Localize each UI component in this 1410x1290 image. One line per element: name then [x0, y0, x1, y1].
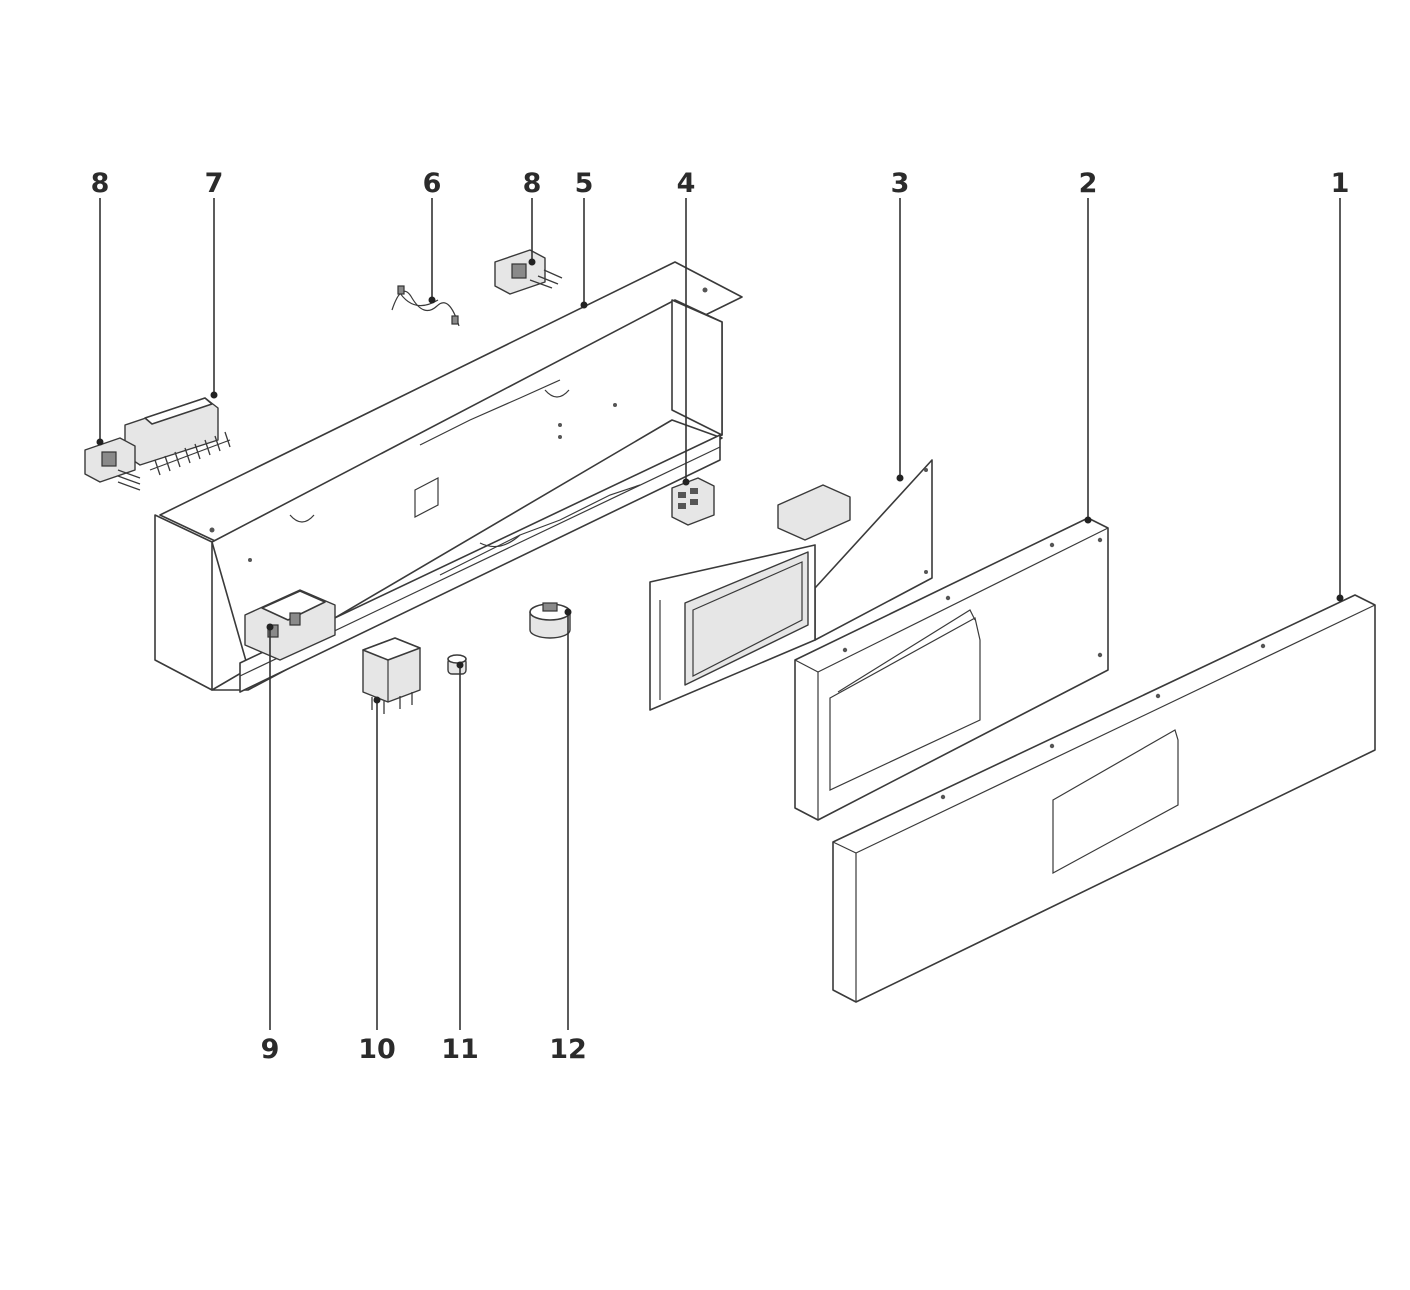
relay-part-10 — [362, 637, 421, 714]
callout-2: 2 — [1079, 168, 1098, 199]
terminal-block-part-4 — [671, 477, 715, 526]
chassis-housing-part-5 — [154, 261, 743, 693]
callout-6: 6 — [423, 168, 442, 199]
callout-11: 11 — [441, 1034, 479, 1065]
callout-8-top: 8 — [523, 168, 542, 199]
callout-7: 7 — [205, 168, 224, 199]
callout-5: 5 — [575, 168, 594, 199]
outer-front-fascia-part-1 — [832, 594, 1376, 1003]
callout-1: 1 — [1331, 168, 1350, 199]
callout-12: 12 — [549, 1034, 587, 1065]
display-module-part-3 — [649, 459, 933, 711]
wire-harness-part-6 — [391, 285, 460, 327]
small-plug-part-8-top — [494, 249, 563, 295]
rotary-knob-part-12 — [529, 602, 571, 639]
callout-labels: 8 7 6 8 5 4 3 2 1 9 10 11 12 — [91, 168, 1350, 1065]
callout-8-left: 8 — [91, 168, 110, 199]
leader-lines — [96, 198, 1344, 1030]
multi-pin-connector-part-7 — [124, 397, 231, 476]
small-plug-part-8-left — [84, 437, 141, 491]
callout-3: 3 — [891, 168, 910, 199]
callout-4: 4 — [677, 168, 696, 199]
callout-10: 10 — [358, 1034, 396, 1065]
callout-9: 9 — [261, 1034, 280, 1065]
switch-block-part-9 — [244, 589, 336, 661]
